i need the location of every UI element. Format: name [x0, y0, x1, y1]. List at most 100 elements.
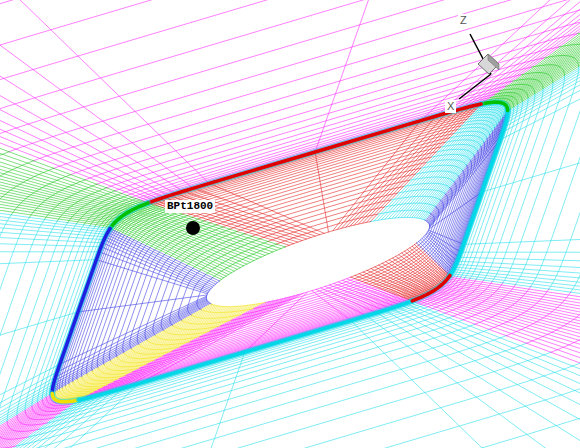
wall-boundary [79, 301, 412, 400]
inner-layer [444, 131, 493, 270]
outer-layer [516, 56, 580, 285]
inner-layer [187, 234, 244, 266]
wall-boundary [481, 102, 508, 110]
outer-spoke [0, 0, 116, 221]
outer-layer [489, 289, 549, 329]
inner-layer [162, 116, 469, 207]
inner-layer [181, 288, 379, 347]
inner-layer [110, 203, 148, 228]
outer-spoke [457, 261, 580, 391]
inner-layer [120, 296, 399, 379]
outer-spoke [441, 286, 580, 448]
inner-layer [412, 275, 450, 300]
inner-layer [377, 210, 430, 214]
inner-layer [199, 239, 260, 272]
outer-layer [61, 305, 424, 413]
inner-layer [450, 110, 508, 275]
inner-layer [481, 102, 508, 110]
outer-spoke [0, 383, 139, 448]
inner-layer [130, 255, 165, 349]
inner-layer [190, 287, 375, 342]
outer-layer [25, 410, 55, 419]
outer-spoke [0, 0, 124, 215]
inner-layer [65, 386, 94, 394]
outer-spoke [0, 0, 112, 225]
outer-spoke [0, 400, 79, 448]
inner-layer [206, 241, 268, 274]
inner-layer [123, 252, 160, 353]
inner-layer [104, 364, 140, 370]
inner-layer [173, 326, 221, 330]
outer-spoke [0, 260, 96, 369]
outer-spoke [0, 0, 136, 208]
inner-layer [384, 203, 435, 207]
outer-layer [7, 224, 76, 422]
outer-layer [29, 313, 446, 437]
inner-layer [412, 275, 450, 301]
inner-layer [446, 122, 499, 272]
inner-layer [193, 236, 252, 268]
outer-layer [0, 363, 580, 448]
point-label: BPt1800 [165, 200, 215, 213]
inner-layer [159, 223, 209, 252]
inner-layer [156, 111, 474, 205]
outer-layer [0, 0, 580, 12]
inner-layer [65, 233, 119, 386]
inner-layer [445, 140, 481, 146]
inner-layer [79, 301, 412, 400]
inner-layer [130, 211, 173, 238]
outer-layer [499, 89, 528, 98]
inner-layer [450, 111, 508, 276]
outer-layer [551, 300, 580, 352]
inner-layer [103, 246, 145, 365]
inner-layer [62, 388, 90, 396]
axis-label: X [445, 100, 456, 113]
inner-layer [441, 144, 478, 150]
inner-layer [419, 213, 435, 245]
inner-layer [409, 177, 454, 181]
inner-layer [97, 244, 141, 368]
outer-spoke [0, 113, 103, 243]
wall-boundary [52, 394, 79, 402]
outer-layer [0, 438, 16, 448]
inner-layer [179, 271, 200, 320]
outer-spoke [424, 296, 580, 448]
outer-spoke [0, 0, 118, 220]
outer-spoke [444, 283, 580, 448]
outer-layer [0, 0, 580, 94]
inner-layer [175, 229, 229, 260]
outer-layer [0, 0, 580, 71]
inner-layer [170, 268, 193, 325]
outer-spoke [0, 391, 113, 448]
outer-layer [0, 217, 29, 448]
inner-layer [164, 331, 210, 335]
inner-layer [114, 296, 401, 381]
outer-layer [7, 422, 39, 432]
inner-layer [153, 263, 181, 336]
outer-layer [85, 34, 577, 180]
outer-layer [66, 304, 421, 409]
outer-layer [57, 188, 106, 221]
inner-spoke [130, 211, 258, 259]
inner-layer [223, 168, 421, 227]
outer-spoke [0, 0, 119, 218]
inner-layer [472, 112, 501, 120]
outer-spoke [0, 0, 176, 194]
inner-layer [447, 119, 501, 272]
inner-layer [461, 124, 493, 131]
inner-layer [146, 217, 193, 245]
outer-layer [0, 0, 580, 44]
outer-spoke [0, 0, 111, 227]
inner-layer [204, 152, 436, 221]
inner-layer [242, 280, 358, 314]
inner-layer [124, 353, 163, 358]
outer-spoke [0, 64, 104, 239]
inner-layer [53, 393, 80, 401]
inner-layer [476, 107, 504, 115]
outer-spoke [500, 0, 580, 140]
outer-layer [0, 0, 580, 112]
inner-layer [266, 277, 351, 302]
inner-layer [244, 187, 403, 234]
inner-layer [448, 115, 504, 274]
